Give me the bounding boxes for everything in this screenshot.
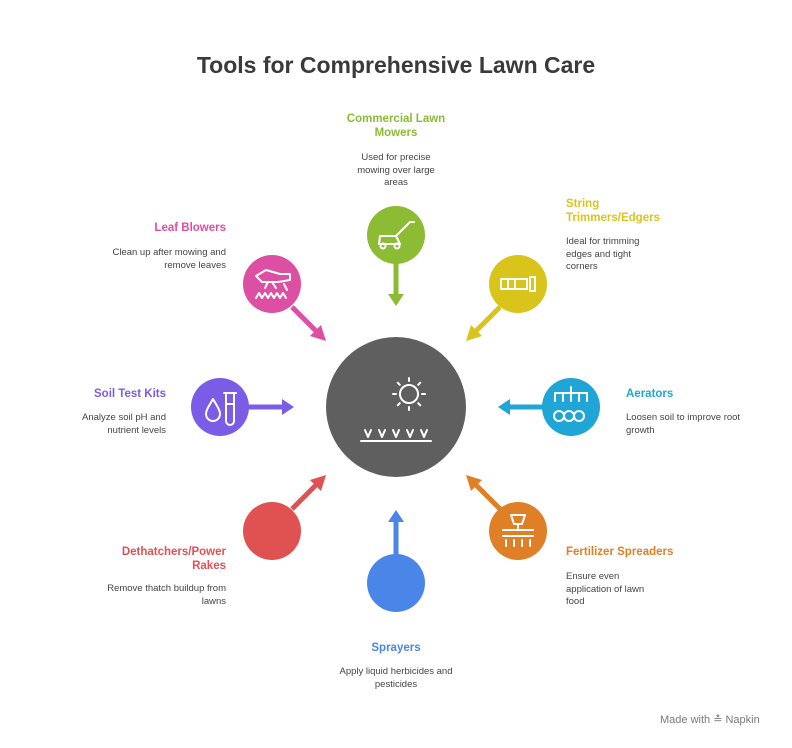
label-dethatchers: Dethatchers/Power Rakes: [121, 546, 226, 572]
node-sprayers: [367, 510, 425, 612]
node-dethatchers: [243, 475, 326, 560]
node-aerators: [498, 378, 600, 436]
node-fertilizer-spreaders: [466, 475, 547, 560]
soil-test-kit-icon: [205, 392, 237, 426]
desc-leaf-blowers: Clean up after mowing and remove leaves: [112, 247, 226, 271]
label-commercial-lawn-mowers: Commercial Lawn Mowers: [346, 113, 446, 139]
watermark: Made with ≛ Napkin: [660, 713, 760, 726]
label-sprayers: Sprayers: [371, 642, 421, 654]
watermark-prefix: Made with: [660, 714, 711, 726]
label-string-trimmers: String Trimmers/Edgers: [566, 198, 660, 224]
label-aerators: Aerators: [626, 388, 674, 400]
desc-fertilizer-spreaders: Ensure even application of lawn food: [566, 571, 645, 607]
sun-icon: [392, 377, 426, 411]
string-trimmer-icon: [500, 276, 536, 292]
node-string-trimmers: [466, 255, 547, 341]
napkin-logo-icon: ≛: [713, 714, 723, 726]
grass-icon: [360, 429, 432, 442]
desc-soil-test-kits: Analyze soil pH and nutrient levels: [82, 412, 166, 436]
label-leaf-blowers: Leaf Blowers: [154, 222, 226, 234]
desc-commercial-lawn-mowers: Used for precise mowing over large areas: [357, 152, 435, 188]
node-commercial-lawn-mowers: [367, 206, 425, 306]
label-soil-test-kits: Soil Test Kits: [94, 388, 166, 400]
label-fertilizer-spreaders: Fertilizer Spreaders: [566, 546, 674, 558]
node-leaf-blowers: [243, 255, 326, 341]
desc-dethatchers: Remove thatch buildup from lawns: [107, 583, 226, 607]
diagram-title: Tools for Comprehensive Lawn Care: [196, 52, 596, 78]
desc-aerators: Loosen soil to improve root growth: [626, 412, 741, 436]
desc-string-trimmers: Ideal for trimming edges and tight corne…: [566, 236, 640, 272]
center-hub: [326, 337, 466, 477]
node-soil-test-kits: [191, 378, 294, 436]
leaf-blower-icon: [255, 269, 291, 299]
watermark-brand: Napkin: [725, 714, 760, 726]
aerator-icon: [553, 386, 588, 422]
lawn-mower-icon: [378, 221, 415, 250]
desc-sprayers: Apply liquid herbicides and pesticides: [339, 666, 453, 690]
spreader-icon: [502, 514, 534, 547]
